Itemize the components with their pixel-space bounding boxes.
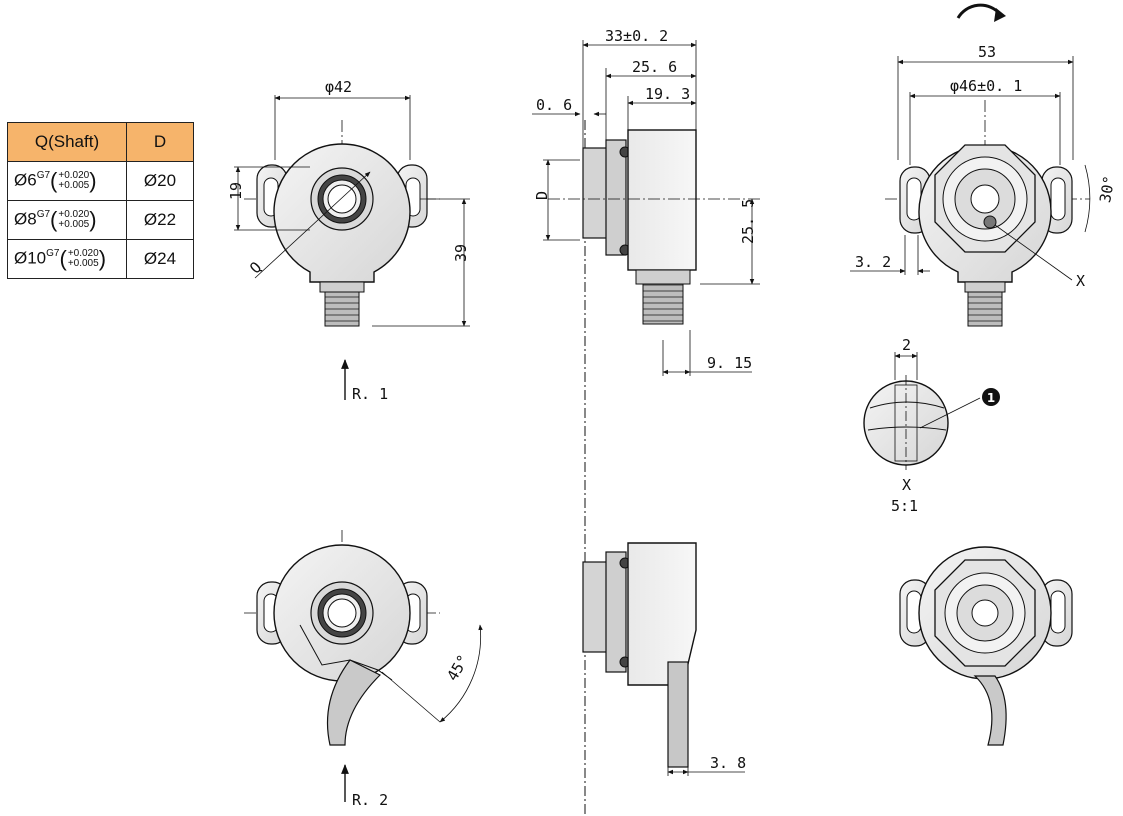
shaft-fit: G7	[46, 248, 60, 260]
dim-angle-30: 30°	[1096, 174, 1118, 204]
shaft-size-cell: Ø10G7(+0.020+0.005)	[7, 239, 127, 279]
front-view-bottom: 45° R. 2	[244, 530, 483, 809]
dim-slot-width: 3. 2	[855, 253, 891, 271]
shaft-tolerance: +0.020+0.005	[68, 249, 99, 269]
front-view-top: φ42 19 39 Q R. 1	[227, 78, 470, 403]
rotation-arrow-icon	[956, 3, 1002, 19]
cable-strain-relief	[326, 659, 382, 746]
tol-lower: +0.005	[58, 219, 90, 230]
dim-center-height: 25. 5	[739, 199, 757, 244]
detail-dim-width: 2	[902, 336, 911, 354]
rear-view-bottom	[899, 546, 1073, 746]
bore-d-cell: Ø20	[126, 161, 194, 201]
dim-height-right: 39	[452, 244, 470, 262]
shaft-size-cell: Ø8G7(+0.020+0.005)	[7, 200, 127, 240]
dim-total-length: 33±0. 2	[605, 27, 668, 45]
table-row: Ø6G7(+0.020+0.005) Ø20	[7, 161, 194, 201]
tol-upper: +0.020	[58, 209, 90, 220]
shaft-fit: G7	[36, 209, 51, 221]
ref-label-r2: R. 2	[352, 791, 388, 809]
detail-view-x: 2 1 X 5:1	[863, 336, 1000, 515]
shaft-size-cell: Ø6G7(+0.020+0.005)	[7, 161, 127, 201]
dim-d: D	[533, 191, 551, 200]
shaft-tolerance: +0.020+0.005	[58, 210, 89, 230]
dim-bolt-circle: φ46±0. 1	[950, 77, 1022, 95]
bore-d-cell: Ø24	[126, 239, 194, 279]
side-view-bottom: 3. 8	[582, 542, 746, 776]
side-cable	[667, 661, 689, 768]
side-housing	[627, 129, 697, 271]
dim-gap: 0. 6	[536, 96, 572, 114]
dim-diameter: φ42	[325, 78, 352, 96]
tol-lower: +0.005	[67, 258, 99, 269]
callout-number: 1	[987, 391, 995, 405]
detail-marker-x: X	[1076, 272, 1085, 290]
shaft-fit: G7	[36, 170, 51, 182]
table-row: Ø8G7(+0.020+0.005) Ø22	[7, 200, 194, 240]
dim-rear-width: 53	[978, 43, 996, 61]
shaft-label: Q	[246, 258, 265, 277]
shaft-base: Ø6	[14, 170, 37, 190]
shaft-tolerance: +0.020+0.005	[58, 171, 89, 191]
tol-upper: +0.020	[58, 170, 90, 181]
shaft-size-table: Q(Shaft) D Ø6G7(+0.020+0.005) Ø20 Ø8G7(+…	[7, 122, 194, 279]
set-screw	[983, 215, 997, 229]
callout-badge	[982, 388, 1000, 406]
table-header-d: D	[126, 122, 194, 162]
bore-d-cell: Ø22	[126, 200, 194, 240]
shaft-base: Ø10	[14, 248, 47, 268]
tol-upper: +0.020	[67, 248, 99, 259]
dim-height-left: 19	[227, 182, 245, 200]
dim-connector-offset: 9. 15	[707, 354, 752, 372]
tol-lower: +0.005	[58, 180, 90, 191]
side-connector-thread	[642, 283, 684, 325]
shaft-base: Ø8	[14, 209, 37, 229]
detail-scale: 5:1	[891, 497, 918, 515]
connector-thread	[324, 291, 360, 327]
side-view-top: 33±0. 2 25. 6 19. 3 0. 6 D 25. 5 9. 15	[532, 27, 760, 376]
dim-housing-length: 19. 3	[645, 85, 690, 103]
rear-view-top: 53 φ46±0. 1 3. 2 30° X	[850, 3, 1119, 327]
ref-label-r1: R. 1	[352, 385, 388, 403]
detail-label: X	[902, 476, 911, 494]
table-row: Ø10G7(+0.020+0.005) Ø24	[7, 239, 194, 279]
table-header-row: Q(Shaft) D	[7, 122, 194, 162]
table-header-q: Q(Shaft)	[7, 122, 127, 162]
dim-cable-offset: 3. 8	[710, 754, 746, 772]
dim-body-length: 25. 6	[632, 58, 677, 76]
dim-angle-45: 45°	[443, 652, 472, 684]
